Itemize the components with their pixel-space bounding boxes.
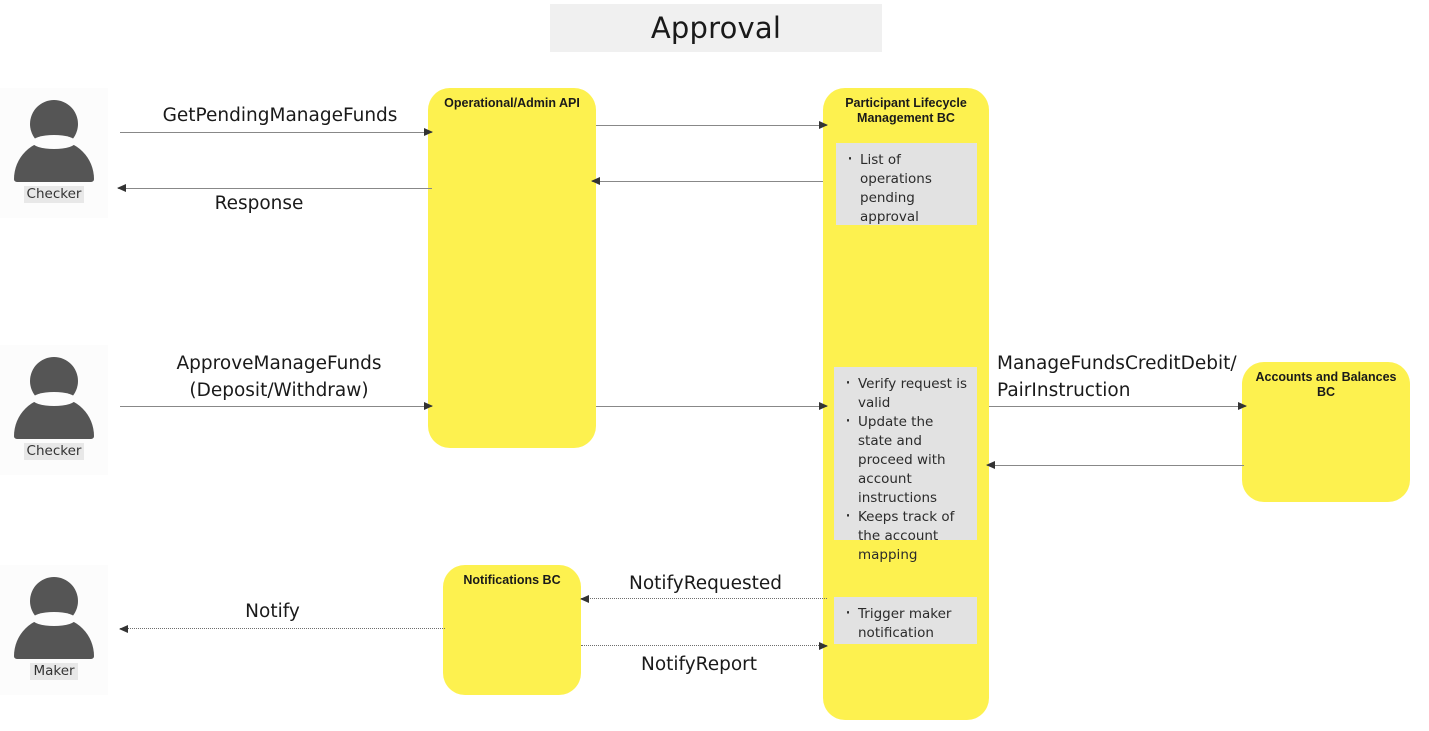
arrowhead-right-icon (424, 402, 433, 410)
arrow-manage-funds-credit-debit (989, 402, 1247, 410)
arrowhead-right-icon (819, 121, 828, 129)
note-verify-update: Verify request is valid Update the state… (834, 367, 977, 563)
label-notify-requested: NotifyRequested (629, 573, 782, 594)
label-get-pending-manage-funds: GetPendingManageFunds (162, 105, 398, 126)
arrow-notify-report (581, 642, 828, 650)
arrow-approve-manage-funds-left (120, 402, 433, 410)
user-icon-body (14, 397, 94, 439)
component-notifications-bc[interactable]: Notifications BC (443, 565, 581, 695)
arrowhead-right-icon (1238, 402, 1247, 410)
note-item: List of operations pending approval (847, 150, 971, 227)
note-item: Keeps track of the account mapping (845, 507, 971, 565)
user-icon (11, 355, 97, 439)
note-item: Update the state and proceed with accoun… (845, 412, 971, 508)
actor-label-checker-mid: Checker (23, 443, 85, 460)
component-title-participant-lifecycle-management-bc: Participant Lifecycle Management BC (845, 96, 967, 125)
user-icon-body (14, 617, 94, 659)
label-notify-report: NotifyReport (640, 654, 757, 675)
page-title: Approval (650, 11, 782, 45)
arrowhead-right-icon (819, 642, 828, 650)
actor-maker-bottom: Maker (0, 565, 108, 695)
component-operational-admin-api[interactable]: Operational/Admin API (428, 88, 596, 448)
user-icon-body (14, 140, 94, 182)
label-manage-funds-credit-debit: ManageFundsCreditDebit/ PairInstruction (997, 353, 1237, 401)
arrowhead-right-icon (424, 128, 433, 136)
note-trigger-maker: Trigger maker notification (834, 597, 977, 644)
label-response: Response (214, 193, 304, 214)
arrowhead-left-icon (580, 595, 589, 603)
arrowhead-left-icon (117, 184, 126, 192)
arrow-accounts-balances-return (986, 461, 1244, 469)
arrow-notify (119, 625, 445, 633)
label-notify: Notify (245, 601, 300, 622)
actor-label-maker: Maker (30, 663, 78, 680)
actor-checker-mid: Checker (0, 345, 108, 475)
arrow-response-left (117, 184, 432, 192)
diagram-title-bar: Approval (550, 4, 882, 52)
label-approve-manage-funds: ApproveManageFunds (Deposit/Withdraw) (176, 353, 382, 401)
component-title-notifications-bc: Notifications BC (463, 573, 561, 587)
component-accounts-and-balances-bc[interactable]: Accounts and Balances BC (1242, 362, 1410, 502)
arrowhead-left-icon (591, 177, 600, 185)
arrow-get-pending-manage-funds-left (120, 128, 433, 136)
note-pending-approval: List of operations pending approval (836, 143, 977, 225)
note-item: Trigger maker notification (845, 604, 971, 643)
note-item: Verify request is valid (845, 374, 971, 413)
actor-label-checker-top: Checker (23, 186, 85, 203)
arrow-get-pending-manage-funds-right (596, 121, 828, 129)
arrow-approve-manage-funds-right (596, 402, 828, 410)
user-icon (11, 575, 97, 659)
arrowhead-left-icon (119, 625, 128, 633)
actor-checker-top: Checker (0, 88, 108, 218)
user-icon (11, 98, 97, 182)
arrow-response-right (591, 177, 823, 185)
arrow-notify-requested (580, 595, 827, 603)
arrowhead-left-icon (986, 461, 995, 469)
component-title-accounts-and-balances-bc: Accounts and Balances BC (1255, 370, 1397, 399)
arrowhead-right-icon (819, 402, 828, 410)
component-title-operational-admin-api: Operational/Admin API (444, 96, 580, 110)
